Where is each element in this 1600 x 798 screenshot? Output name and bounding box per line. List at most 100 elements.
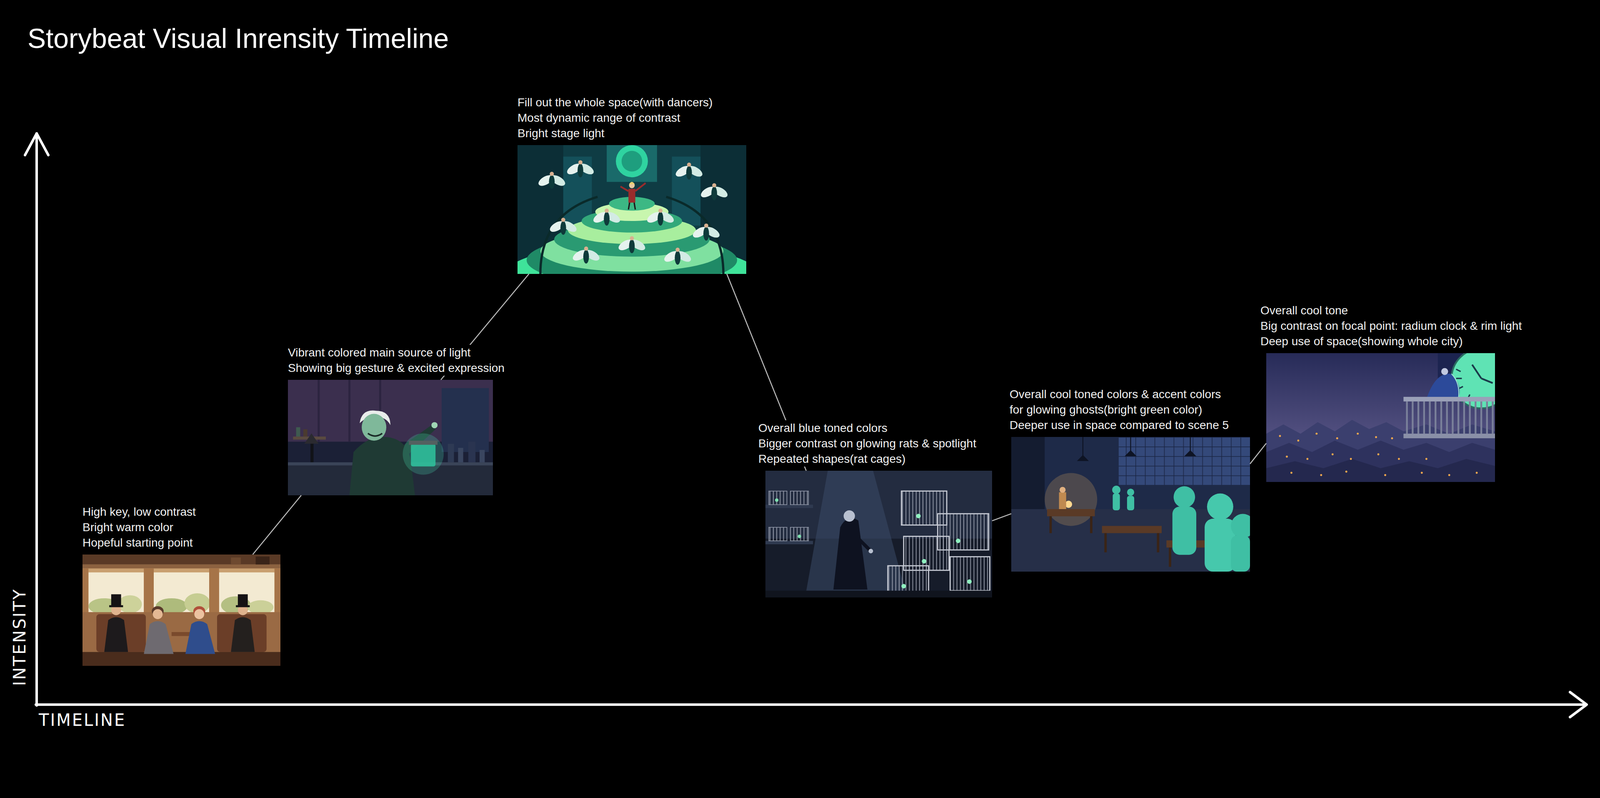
illustration-rect <box>441 387 489 452</box>
illustration-circle <box>921 558 927 564</box>
illustration-rect <box>143 567 154 616</box>
illustration-circle <box>1112 485 1121 494</box>
illustration-path <box>1266 458 1495 482</box>
illustration-rect <box>765 590 993 598</box>
illustration-rect <box>1011 508 1250 572</box>
storyboard-frame: Overall blue toned colorsBigger contrast… <box>765 470 993 598</box>
frame-note: Most dynamic range of contrast <box>517 110 713 126</box>
illustration-use <box>674 162 705 180</box>
illustration-rect <box>790 527 809 541</box>
frame-note: Repeated shapes(rat cages) <box>758 450 977 467</box>
illustration-circle <box>1475 471 1478 474</box>
illustration-circle <box>1345 470 1348 473</box>
illustration-circle <box>1356 432 1359 435</box>
frame-note: Big contrast on focal point: radium cloc… <box>1260 317 1522 334</box>
illustration-circle <box>797 534 802 538</box>
frame-notes: Fill out the whole space(with dancers)Mo… <box>515 94 715 141</box>
frame-note: Bigger contrast on glowing rats & spotli… <box>758 435 977 451</box>
illustration-path <box>1407 401 1493 434</box>
illustration-rect <box>109 605 123 608</box>
illustration-circle <box>916 513 921 518</box>
illustration-circle <box>1044 472 1098 526</box>
illustration-rect <box>765 470 993 598</box>
illustration-rect <box>217 613 267 652</box>
illustration-use <box>565 160 596 178</box>
illustration-rect <box>765 504 813 508</box>
illustration-rect <box>230 557 241 565</box>
storyboard-frame: Vibrant colored main source of lightShow… <box>287 379 493 495</box>
x-axis-arrow <box>1570 691 1587 717</box>
illustration-path <box>1105 532 1158 553</box>
illustration-rect <box>1102 525 1162 533</box>
illustration-use <box>571 246 602 264</box>
illustration-path <box>143 620 174 654</box>
illustration-circle <box>967 579 972 584</box>
illustration-rect <box>111 593 122 606</box>
illustration-circle <box>1384 473 1387 476</box>
frame-note: Showing big gesture & excited expression <box>287 360 505 376</box>
illustration-path <box>1472 364 1493 383</box>
illustration-rect <box>82 564 281 569</box>
illustration-use <box>548 217 579 235</box>
illustration-use <box>699 183 730 201</box>
illustration-ellipse <box>361 413 387 441</box>
illustration-path <box>185 620 215 654</box>
y-axis-arrow <box>25 133 49 155</box>
y-axis <box>35 133 38 705</box>
illustration-circle <box>901 583 906 588</box>
illustration-path <box>629 181 635 185</box>
illustration-path <box>1426 373 1460 399</box>
illustration-circle <box>1377 452 1380 455</box>
timeline-connector <box>1250 442 1267 464</box>
illustration-circle <box>1448 473 1451 476</box>
diagram-title: Storybeat Visual Inrensity Timeline <box>27 21 449 55</box>
illustration-rect <box>255 556 270 565</box>
illustration-circle <box>955 538 961 543</box>
city-balcony-illustration <box>1266 348 1511 482</box>
illustration-use <box>536 171 567 189</box>
illustration-rect <box>171 631 192 636</box>
illustration-rect <box>287 379 493 495</box>
illustration-circle <box>431 421 438 428</box>
illustration-ellipse <box>118 595 143 613</box>
illustration-rect <box>790 490 809 505</box>
frame-note: Deep use of space(showing whole city) <box>1260 333 1522 349</box>
illustration-rect <box>410 443 436 466</box>
illustration-circle <box>1315 432 1318 435</box>
illustration-path <box>367 433 383 436</box>
illustration-circle <box>843 510 855 522</box>
axis-label: INTENSITY <box>10 587 30 686</box>
illustration-path <box>104 616 128 652</box>
illustration-rect <box>274 567 281 616</box>
illustration-circle <box>1278 434 1281 437</box>
frame-note: High key, low contrast <box>82 503 196 520</box>
axis-label: TIMELINE <box>38 710 126 730</box>
storyboard-frame: Overall cool toneBig contrast on focal p… <box>1266 352 1495 482</box>
illustration-circle <box>1441 367 1448 375</box>
illustration-circle <box>194 608 205 619</box>
illustration-circle <box>1306 457 1309 460</box>
illustration-circle <box>1320 473 1323 476</box>
illustration-path <box>1050 515 1092 533</box>
illustration-rect <box>82 611 281 652</box>
illustration-rect <box>468 441 476 462</box>
illustration-circle <box>615 145 648 178</box>
frame-note: Deeper use in space compared to scene 5 <box>1009 417 1230 433</box>
illustration-rect <box>82 554 281 565</box>
x-axis <box>35 702 1586 706</box>
illustration-rect <box>1172 506 1197 555</box>
illustration-ellipse <box>247 600 274 614</box>
illustration-circle <box>868 548 874 553</box>
illustration-rect <box>237 593 248 606</box>
frame-note: Overall cool toned colors & accent color… <box>1009 386 1230 418</box>
illustration-circle <box>1375 435 1378 438</box>
illustration-path <box>858 538 870 550</box>
illustration-rect <box>768 527 788 541</box>
illustration-path <box>304 433 319 444</box>
illustration-rect <box>303 429 308 437</box>
frame-notes: Overall cool toned colors & accent color… <box>1007 386 1231 433</box>
illustration-circle <box>1420 471 1423 474</box>
